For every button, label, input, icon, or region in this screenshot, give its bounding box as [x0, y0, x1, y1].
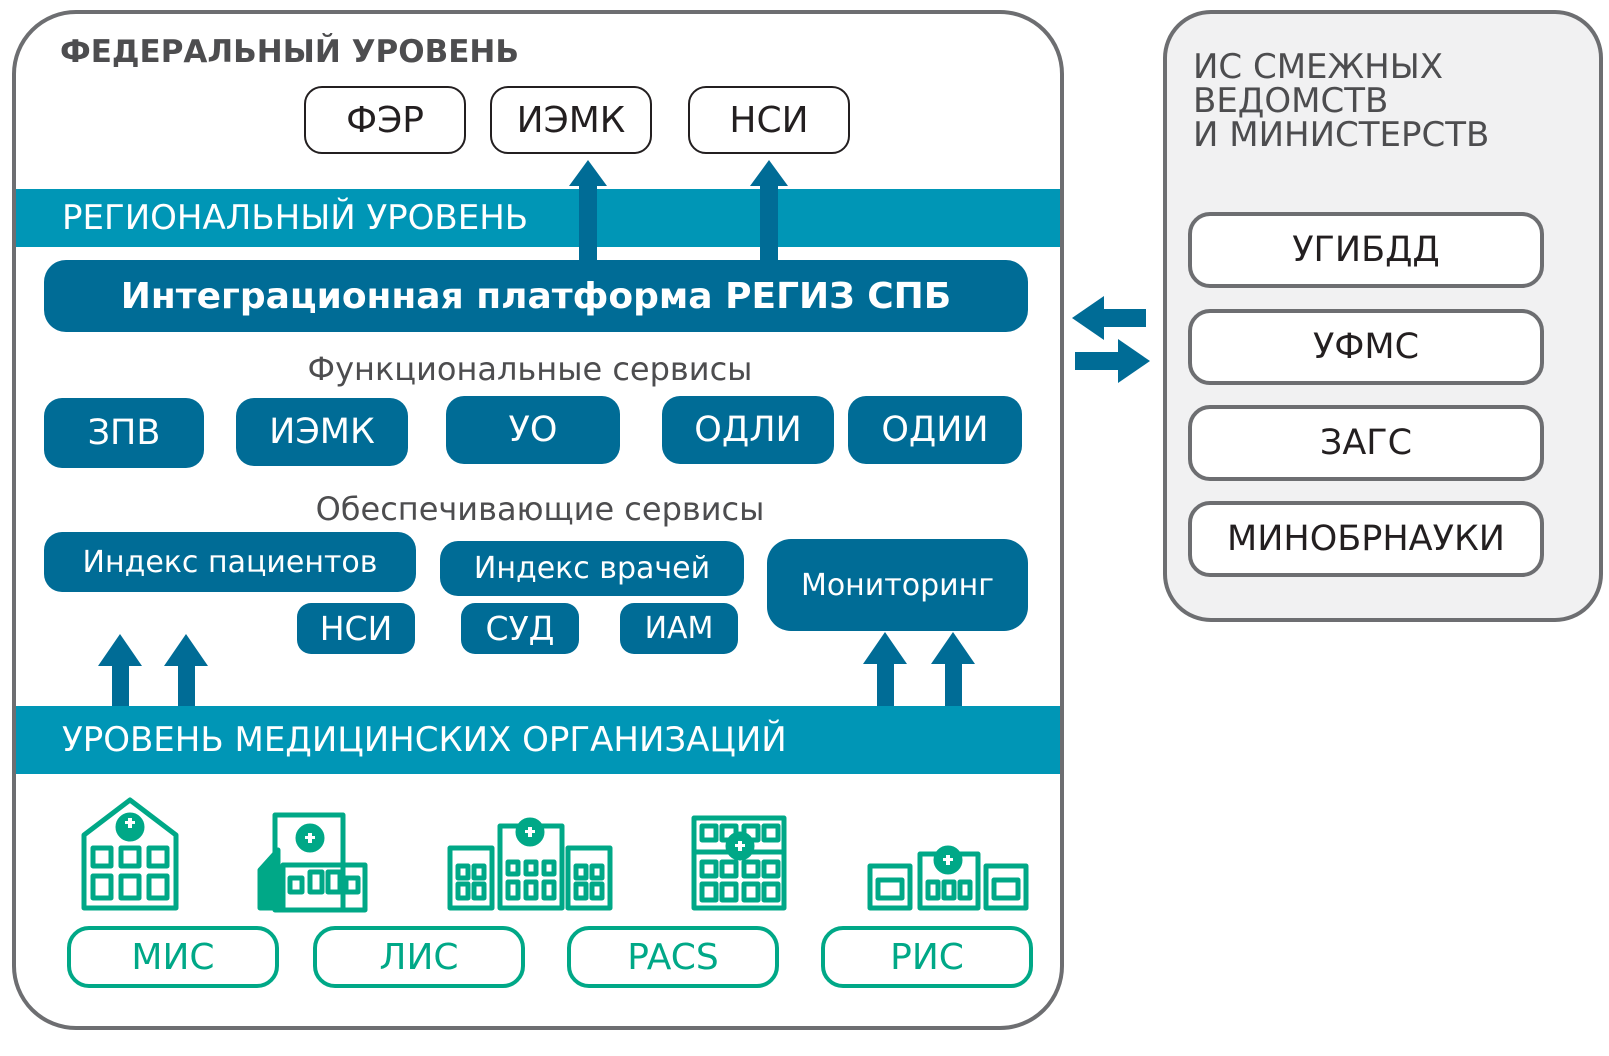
arrow-up-left-2	[164, 634, 208, 706]
hospital-icon	[81, 797, 179, 911]
main-frame	[12, 10, 1064, 1030]
medical-system-pacs[interactable]: PACS	[567, 926, 779, 988]
medical-system-mis[interactable]: МИС	[67, 926, 279, 988]
support-services-label: Обеспечивающие сервисы	[315, 490, 765, 528]
arrow-right-exchange	[1075, 339, 1150, 383]
arrow-up-left-1	[98, 634, 142, 706]
hospital-campus-icon	[447, 817, 613, 911]
clinic-icon	[257, 812, 368, 913]
medical-system-ris[interactable]: РИС	[821, 926, 1033, 988]
service-iam[interactable]: ИАМ	[620, 603, 738, 654]
service-sud[interactable]: СУД	[461, 603, 579, 654]
service-nsi[interactable]: НСИ	[297, 603, 415, 654]
service-patient-index[interactable]: Индекс пациентов	[44, 532, 416, 592]
service-uo[interactable]: УО	[446, 396, 620, 464]
arrow-up-right-2	[931, 632, 975, 706]
arrow-up-to-iemk	[569, 160, 607, 262]
related-agencies-title: ИС СМЕЖНЫХ ВЕДОМСТВ И МИНИСТЕРСТВ	[1193, 50, 1489, 152]
arrow-up-right-1	[863, 632, 907, 706]
federal-system-nsi[interactable]: НСИ	[688, 86, 850, 154]
related-system-ugibdd[interactable]: УГИБДД	[1188, 212, 1544, 288]
federal-level-title: ФЕДЕРАЛЬНЫЙ УРОВЕНЬ	[60, 34, 519, 70]
service-odli[interactable]: ОДЛИ	[662, 396, 834, 464]
arrow-up-to-nsi	[750, 160, 788, 262]
service-monitoring[interactable]: Мониторинг	[767, 539, 1028, 631]
federal-system-iemk[interactable]: ИЭМК	[490, 86, 652, 154]
service-zpv[interactable]: ЗПВ	[44, 398, 204, 468]
related-system-minobrnauki[interactable]: МИНОБРНАУКИ	[1188, 501, 1544, 577]
medical-level-title: УРОВЕНЬ МЕДИЦИНСКИХ ОРГАНИЗАЦИЙ	[62, 720, 787, 760]
medical-system-lis[interactable]: ЛИС	[313, 926, 525, 988]
related-system-ufms[interactable]: УФМС	[1188, 309, 1544, 385]
federal-system-fer[interactable]: ФЭР	[304, 86, 466, 154]
functional-services-label: Функциональные сервисы	[307, 350, 753, 388]
medical-level-band: УРОВЕНЬ МЕДИЦИНСКИХ ОРГАНИЗАЦИЙ	[16, 706, 1060, 774]
related-title-line-3: И МИНИСТЕРСТВ	[1193, 115, 1490, 155]
related-system-zags[interactable]: ЗАГС	[1188, 405, 1544, 481]
service-iemk[interactable]: ИЭМК	[236, 398, 408, 466]
related-title-line-2: ВЕДОМСТВ	[1193, 81, 1389, 121]
service-doctor-index[interactable]: Индекс врачей	[440, 541, 744, 596]
integration-platform[interactable]: Интеграционная платформа РЕГИЗ СПБ	[44, 260, 1028, 332]
regional-level-band: РЕГИОНАЛЬНЫЙ УРОВЕНЬ	[16, 189, 1060, 247]
related-title-line-1: ИС СМЕЖНЫХ	[1193, 47, 1444, 87]
medical-center-icon	[867, 845, 1029, 911]
service-odii[interactable]: ОДИИ	[848, 396, 1022, 464]
hospital-complex-icon	[691, 815, 787, 911]
arrow-left-exchange	[1072, 296, 1146, 340]
regional-level-title: РЕГИОНАЛЬНЫЙ УРОВЕНЬ	[62, 198, 529, 238]
